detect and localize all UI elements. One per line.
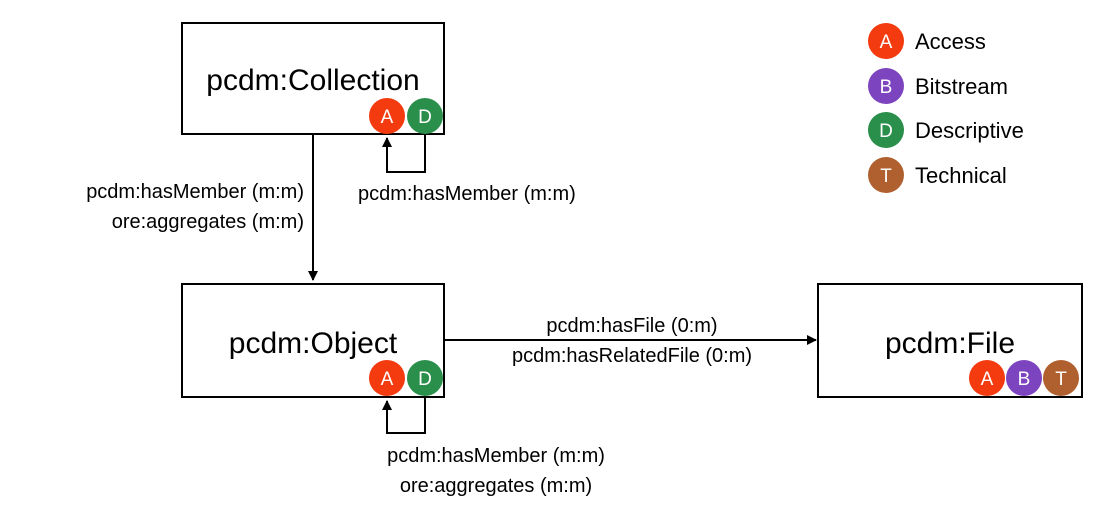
badge-access-letter: A bbox=[381, 369, 394, 390]
node-file[interactable]: pcdm:File A B T bbox=[817, 283, 1083, 398]
badge-access-letter: A bbox=[981, 369, 994, 390]
badge-bitstream-circle bbox=[1006, 360, 1042, 396]
legend-technical-circle bbox=[868, 157, 904, 193]
badge-descriptive-letter: D bbox=[418, 107, 432, 128]
file-badge-technical: T bbox=[1043, 360, 1079, 396]
edge-label-has-file: pcdm:hasFile (0:m) bbox=[546, 315, 717, 337]
edge-label-collection-aggregates: ore:aggregates (m:m) bbox=[112, 211, 304, 233]
edge-label-object-self-aggregates: ore:aggregates (m:m) bbox=[400, 475, 592, 497]
node-label-collection: pcdm:Collection bbox=[206, 64, 419, 97]
edge-label-has-related-file: pcdm:hasRelatedFile (0:m) bbox=[512, 345, 752, 367]
legend-bitstream-label: Bitstream bbox=[915, 74, 1008, 99]
edge-label-collection-self-has-member: pcdm:hasMember (m:m) bbox=[358, 183, 576, 205]
legend-bitstream-circle bbox=[868, 68, 904, 104]
badge-descriptive-letter: D bbox=[418, 369, 432, 390]
file-badge-bitstream: B bbox=[1006, 360, 1042, 396]
legend-item-technical: T Technical bbox=[868, 157, 1007, 193]
legend-item-descriptive: D Descriptive bbox=[868, 112, 1024, 148]
legend-technical-label: Technical bbox=[915, 163, 1007, 188]
object-badge-access: A bbox=[369, 360, 405, 396]
badge-descriptive-circle bbox=[407, 98, 443, 134]
badge-bitstream-letter: B bbox=[1018, 369, 1031, 390]
node-label-file: pcdm:File bbox=[885, 327, 1015, 360]
legend-access-label: Access bbox=[915, 29, 986, 54]
collection-badge-descriptive: D bbox=[407, 98, 443, 134]
node-object[interactable]: pcdm:Object A D bbox=[181, 283, 445, 398]
legend-item-access: A Access bbox=[868, 23, 986, 59]
edge-collection-self-loop bbox=[382, 134, 426, 173]
badge-access-letter: A bbox=[381, 107, 394, 128]
node-collection[interactable]: pcdm:Collection A D bbox=[181, 22, 445, 135]
badge-access-circle bbox=[369, 98, 405, 134]
legend: A Access B Bitstream D Descriptive T Tec… bbox=[868, 23, 1024, 193]
legend-descriptive-label: Descriptive bbox=[915, 118, 1024, 143]
badge-technical-circle bbox=[1043, 360, 1079, 396]
legend-descriptive-circle bbox=[868, 112, 904, 148]
object-badge-descriptive: D bbox=[407, 360, 443, 396]
edge-label-object-self-has-member: pcdm:hasMember (m:m) bbox=[387, 445, 605, 467]
badge-descriptive-circle bbox=[407, 360, 443, 396]
legend-access-letter: A bbox=[880, 32, 893, 53]
badge-technical-letter: T bbox=[1055, 369, 1067, 390]
node-label-object: pcdm:Object bbox=[229, 327, 398, 360]
collection-badge-access: A bbox=[369, 98, 405, 134]
legend-bitstream-letter: B bbox=[880, 77, 893, 98]
legend-item-bitstream: B Bitstream bbox=[868, 68, 1008, 104]
badge-access-circle bbox=[969, 360, 1005, 396]
edge-label-collection-has-member: pcdm:hasMember (m:m) bbox=[86, 181, 304, 203]
legend-descriptive-letter: D bbox=[879, 121, 893, 142]
edge-object-self-loop bbox=[382, 397, 426, 434]
legend-access-circle bbox=[868, 23, 904, 59]
badge-access-circle bbox=[369, 360, 405, 396]
file-badge-access: A bbox=[969, 360, 1005, 396]
legend-technical-letter: T bbox=[880, 166, 892, 187]
